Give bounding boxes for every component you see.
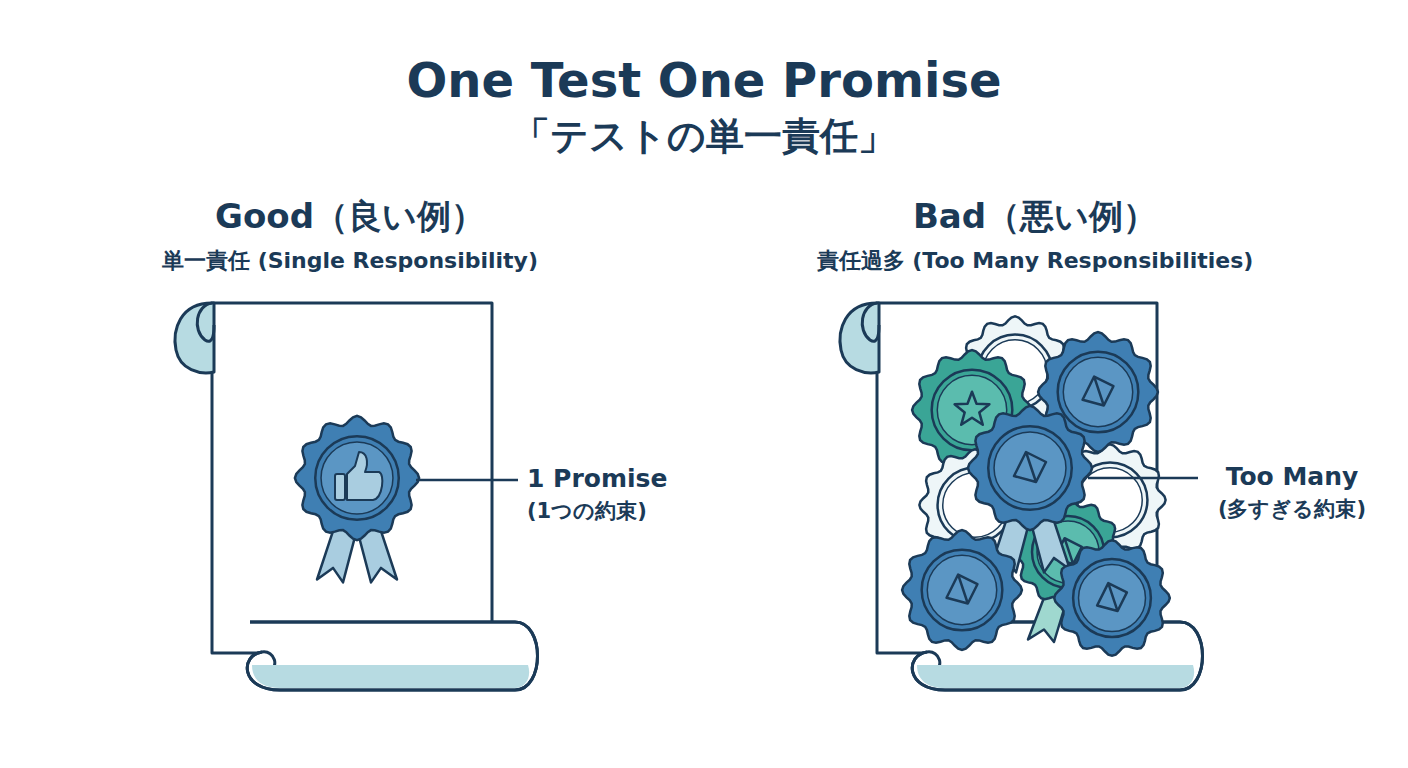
- seal-part: [347, 452, 382, 500]
- leader-line: [416, 479, 518, 482]
- wax-seals: [295, 316, 1170, 655]
- column-subheading: 責任過多 (Too Many Responsibilities): [817, 248, 1254, 274]
- seal-part: [1097, 583, 1127, 611]
- seal-part: [955, 392, 990, 425]
- callout-label: 1 Promise: [527, 464, 667, 494]
- column-heading: Good（良い例）: [215, 196, 485, 237]
- seal-part: [968, 406, 1092, 530]
- seal-part: [1083, 377, 1114, 406]
- seal-part: [321, 442, 393, 514]
- column-subheading: 単一責任 (Single Responsibility): [162, 248, 538, 274]
- seal-part: [947, 575, 978, 604]
- title: One Test One Promise: [406, 52, 1001, 110]
- seal-part: [988, 426, 1072, 510]
- seal-part: [1054, 540, 1170, 656]
- wax-seal: [1054, 540, 1170, 656]
- seal-part: [1079, 565, 1146, 632]
- subtitle: 「テストの単一責任」: [512, 114, 896, 160]
- leader-line: [1088, 477, 1198, 480]
- callout-note: (1つの約束): [527, 499, 647, 524]
- seal-part: [902, 530, 1022, 650]
- wax-seal: [295, 416, 419, 583]
- seal-part: [922, 550, 1003, 631]
- wax-seal: [902, 530, 1022, 650]
- scroll: [840, 303, 1202, 690]
- seal-part: [1063, 357, 1132, 426]
- seal-part: [1058, 352, 1139, 433]
- seal-part: [315, 436, 399, 520]
- column-heading: Bad（悪い例）: [913, 196, 1157, 237]
- scroll: [175, 303, 537, 690]
- seal-part: [1014, 452, 1046, 482]
- callout-label: Too Many: [1226, 462, 1359, 492]
- seal-part: [335, 474, 345, 500]
- seal-part: [927, 555, 996, 624]
- seal-part: [1073, 559, 1151, 637]
- callout-note: (多すぎる約束): [1218, 497, 1366, 522]
- seal-part: [295, 416, 419, 540]
- seal-part: [994, 432, 1066, 504]
